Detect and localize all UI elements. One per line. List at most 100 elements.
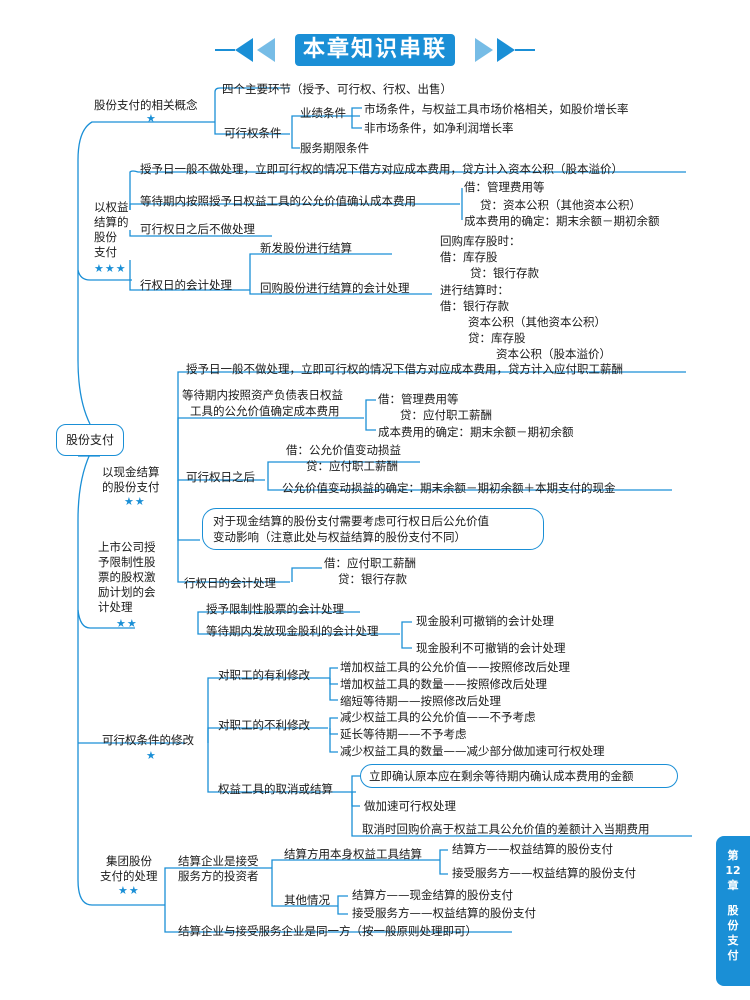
equity-after: 可行权日之后不做处理 <box>140 222 255 236</box>
group-label-1: 集团股份 <box>106 854 152 868</box>
tab-line-4: 股 <box>727 904 739 917</box>
equity-exercise: 行权日的会计处理 <box>140 278 232 292</box>
modify-stars: ★ <box>146 749 157 762</box>
cancel-3: 取消时回购价高于权益工具公允价值的差额计入当期费用 <box>362 822 650 836</box>
cash-wait-2: 工具的公允价值确定成本费用 <box>190 404 340 418</box>
buyback-line-6: 资本公积（其他资本公积） <box>468 315 606 329</box>
cancel-1: 立即确认原本应在剩余等待期内确认成本费用的金额 <box>369 769 634 783</box>
buyback-line-5: 借：银行存款 <box>440 299 509 313</box>
related-label: 股份支付的相关概念 <box>94 98 198 112</box>
root-node: 股份支付 <box>56 424 124 456</box>
chapter-tab: 第 12 章 股 份 支 付 <box>716 836 750 986</box>
cash-exercise: 行权日的会计处理 <box>184 576 276 590</box>
title-banner: 本章知识串联 <box>175 30 575 70</box>
buyback-line-2: 借：库存股 <box>440 250 498 264</box>
cash-grant: 授予日一般不做处理，立即可行权的情况下借方对应成本费用，贷方计入应付职工薪酬 <box>186 362 623 376</box>
fav-2: 增加权益工具的数量——按照修改后处理 <box>340 677 547 691</box>
cash-label-2: 的股份支付 <box>102 480 160 494</box>
restricted-label-1: 上市公司授 <box>98 540 156 554</box>
cash-after-cr: 贷：应付职工薪酬 <box>306 459 398 473</box>
title-decoration <box>215 38 535 62</box>
equity-wait: 等待期内按照授予日权益工具的公允价值确认成本费用 <box>140 194 416 208</box>
market-condition: 市场条件，与权益工具市场价格相关，如股价增长率 <box>364 102 629 116</box>
buyback-line-3: 贷：银行存款 <box>470 266 539 280</box>
dividend-irrevocable: 现金股利不可撤销的会计处理 <box>416 641 566 655</box>
equity-new-shares: 新发股份进行结算 <box>260 241 352 255</box>
cash-stars: ★★ <box>124 495 146 508</box>
other-2: 接受服务方——权益结算的股份支付 <box>352 906 536 920</box>
tab-line-7: 付 <box>727 949 739 962</box>
tab-line-5: 份 <box>727 919 739 932</box>
equity-buyback: 回购股份进行结算的会计处理 <box>260 281 410 295</box>
cash-cost: 成本费用的确定：期末余额－期初余额 <box>378 425 574 439</box>
own-1: 结算方——权益结算的股份支付 <box>452 842 613 856</box>
cancel-2: 做加速可行权处理 <box>364 799 456 813</box>
cash-label-1: 以现金结算 <box>102 465 160 479</box>
restricted-grant: 授予限制性股票的会计处理 <box>206 602 344 616</box>
restricted-label-3: 票的股权激 <box>98 570 156 584</box>
investor-2: 服务方的投资者 <box>178 869 259 883</box>
fav-3: 缩短等待期——按照修改后处理 <box>340 694 501 708</box>
restricted-stars: ★★ <box>116 617 138 630</box>
cash-after: 可行权日之后 <box>186 470 255 484</box>
tab-line-3: 章 <box>727 879 739 892</box>
equity-cost: 成本费用的确定：期末余额－期初余额 <box>464 214 660 228</box>
unfav-3: 减少权益工具的数量——减少部分做加速可行权处理 <box>340 744 605 758</box>
other-1: 结算方——现金结算的股份支付 <box>352 888 513 902</box>
unfav-1: 减少权益工具的公允价值——不予考虑 <box>340 710 536 724</box>
fav-1: 增加权益工具的公允价值——按照修改后处理 <box>340 660 570 674</box>
cash-note-1: 对于现金结算的股份支付需要考虑可行权日后公允价值 <box>213 514 489 528</box>
restricted-label-4: 励计划的会 <box>98 585 156 599</box>
vest-conditions: 可行权条件 <box>224 126 282 140</box>
own-2: 接受服务方——权益结算的股份支付 <box>452 866 636 880</box>
own-equity: 结算方用本身权益工具结算 <box>284 847 422 861</box>
cash-fv-change: 公允价值变动损益的确定：期末余额－期初余额＋本期支付的现金 <box>282 481 616 495</box>
group-label-2: 支付的处理 <box>100 869 158 883</box>
group-stars: ★★ <box>118 884 140 897</box>
cash-exercise-cr: 贷：银行存款 <box>338 572 407 586</box>
restricted-label-2: 予限制性股 <box>98 555 156 569</box>
buyback-line-8: 资本公积（股本溢价） <box>496 347 611 361</box>
equity-dr: 借：管理费用等 <box>464 180 545 194</box>
cancel-note-box: 立即确认原本应在剩余等待期内确认成本费用的金额 <box>360 764 678 788</box>
cash-dr: 借：管理费用等 <box>378 392 459 406</box>
favorable-modification: 对职工的有利修改 <box>218 668 310 682</box>
equity-label-2: 结算的 <box>94 215 129 229</box>
equity-label-3: 股份 <box>94 230 117 244</box>
buyback-line-4: 进行结算时： <box>440 283 509 297</box>
equity-grant: 授予日一般不做处理，立即可行权的情况下借方对应成本费用，贷方计入资本公积（股本溢… <box>140 162 623 176</box>
unfavorable-modification: 对职工的不利修改 <box>218 718 310 732</box>
modify-label: 可行权条件的修改 <box>102 733 194 747</box>
cash-note-2: 变动影响（注意此处与权益结算的股份支付不同） <box>213 530 466 544</box>
equity-label-1: 以权益 <box>94 200 129 214</box>
equity-stars: ★★★ <box>94 262 127 275</box>
restricted-label-5: 计处理 <box>98 600 133 614</box>
tab-line-2: 12 <box>725 864 741 877</box>
other-cases: 其他情况 <box>284 893 330 907</box>
four-steps: 四个主要环节（授予、可行权、行权、出售） <box>222 82 452 96</box>
cash-after-dr: 借：公允价值变动损益 <box>286 443 401 457</box>
related-stars: ★ <box>146 112 157 125</box>
same-entity: 结算企业与接受服务企业是同一方（按一般原则处理即可） <box>178 924 477 938</box>
page-title: 本章知识串联 <box>295 34 455 66</box>
cash-exercise-dr: 借：应付职工薪酬 <box>324 556 416 570</box>
cancel-settle: 权益工具的取消或结算 <box>218 782 333 796</box>
restricted-dividend: 等待期内发放现金股利的会计处理 <box>206 624 379 638</box>
buyback-line-1: 回购库存股时： <box>440 234 521 248</box>
service-condition: 服务期限条件 <box>300 141 369 155</box>
dividend-revocable: 现金股利可撤销的会计处理 <box>416 614 554 628</box>
cash-wait-1: 等待期内按照资产负债表日权益 <box>182 388 343 402</box>
unfav-2: 延长等待期——不予考虑 <box>340 727 467 741</box>
cash-cr: 贷：应付职工薪酬 <box>400 408 492 422</box>
tab-line-6: 支 <box>727 934 739 947</box>
tab-line-1: 第 <box>727 849 739 862</box>
equity-label-4: 支付 <box>94 245 117 259</box>
cash-note-box: 对于现金结算的股份支付需要考虑可行权日后公允价值 变动影响（注意此处与权益结算的… <box>202 508 544 550</box>
investor-1: 结算企业是接受 <box>178 854 259 868</box>
buyback-line-7: 贷：库存股 <box>468 331 526 345</box>
performance-conditions: 业绩条件 <box>300 106 346 120</box>
equity-cr: 贷：资本公积（其他资本公积） <box>480 198 641 212</box>
nonmarket-condition: 非市场条件，如净利润增长率 <box>364 121 514 135</box>
